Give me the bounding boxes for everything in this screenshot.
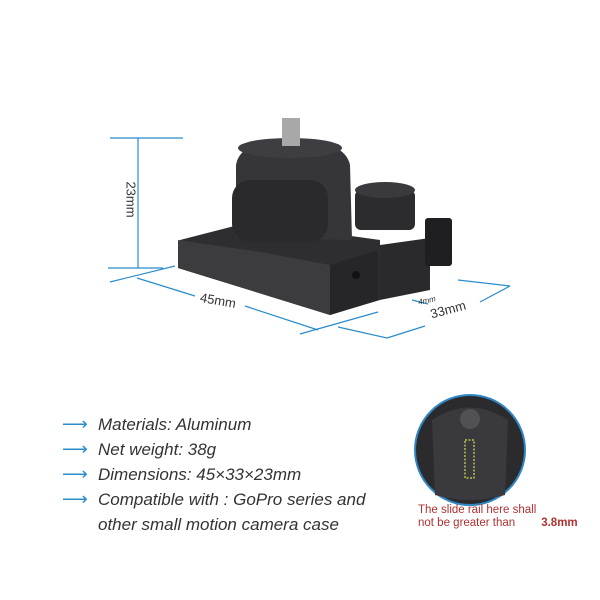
- arrow-right-icon: ⟶: [62, 489, 88, 509]
- spec-item: ⟶ Compatible with : GoPro series and: [62, 489, 365, 510]
- spec-text: Net weight: 38g: [98, 439, 217, 459]
- spec-text: Compatible with : GoPro series and: [98, 489, 366, 509]
- slide-rail-note: The slide rail here shall not be greater…: [418, 504, 578, 530]
- spec-continuation: other small motion camera case: [98, 515, 339, 534]
- spec-text: Dimensions: 45×33×23mm: [98, 464, 302, 484]
- spec-text: Materials: Aluminum: [98, 414, 252, 434]
- note-value: 3.8mm: [541, 517, 578, 529]
- spec-item: ⟶ Dimensions: 45×33×23mm: [62, 464, 301, 485]
- spec-item: ⟶ Net weight: 38g: [62, 439, 216, 460]
- note-text: The slide rail here shall not be greater…: [418, 504, 537, 529]
- arrow-right-icon: ⟶: [62, 464, 88, 484]
- dimension-lines: [108, 137, 511, 339]
- slide-rail-detail-image: [414, 394, 526, 506]
- camera-mount-product: [178, 118, 452, 315]
- arrow-right-icon: ⟶: [62, 414, 88, 434]
- spec-item: ⟶ Materials: Aluminum: [62, 414, 251, 435]
- arrow-right-icon: ⟶: [62, 439, 88, 459]
- height-dimension-label: 23mm: [123, 181, 139, 218]
